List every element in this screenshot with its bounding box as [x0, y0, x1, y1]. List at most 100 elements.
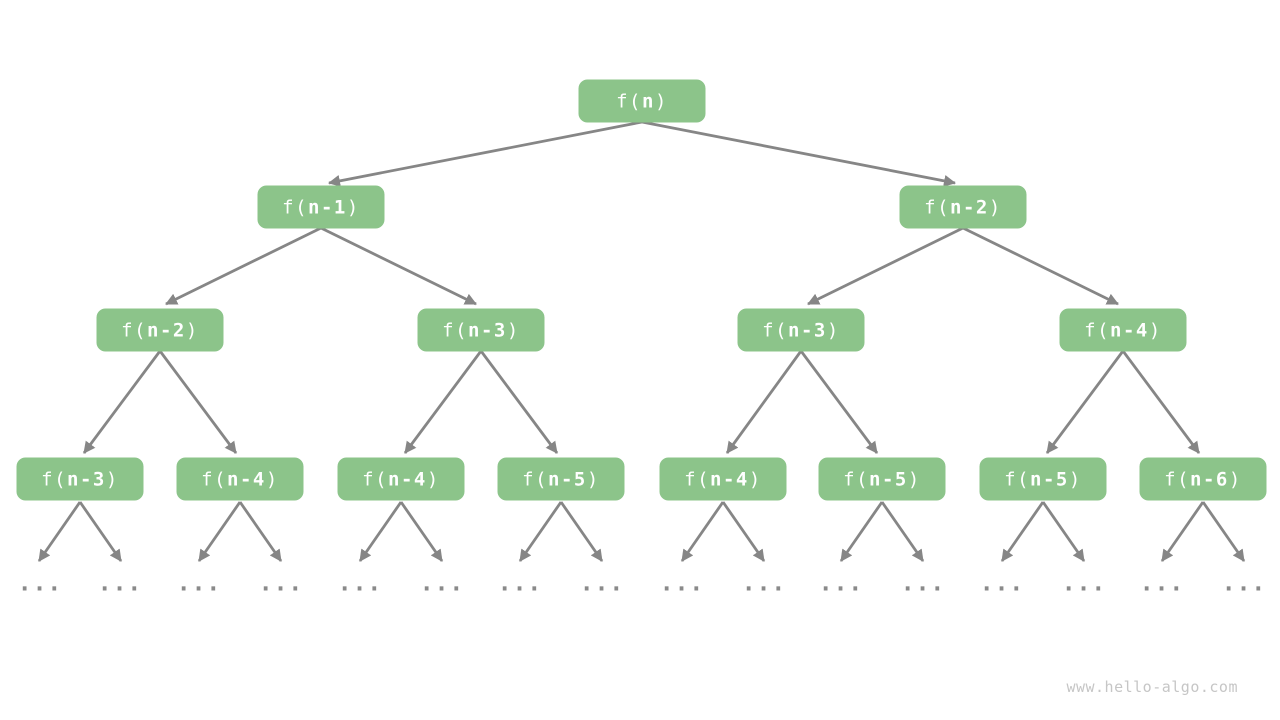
edge [37, 501, 82, 562]
node-label-prefix: f( [924, 196, 951, 218]
edge [807, 226, 964, 306]
node-label-prefix: f( [201, 468, 228, 490]
node-label-arg: n-1 [308, 196, 347, 218]
node-label-prefix: f( [1084, 319, 1111, 341]
leaf-ellipsis: ... [1139, 570, 1185, 597]
leaf-ellipsis: ... [1061, 570, 1107, 597]
node-label-suffix: ) [265, 468, 279, 490]
edge [238, 501, 283, 562]
node-label-arg: n-4 [710, 468, 749, 490]
edge [78, 501, 123, 562]
leaf-ellipsis: ... [258, 570, 304, 597]
leaf-ellipsis: ... [97, 570, 143, 597]
node-l1-fn-1: f(n-1) [257, 185, 385, 229]
node-label-arg: n-3 [468, 319, 507, 341]
leaf-ellipsis: ... [900, 570, 946, 597]
node-l3-fn-5-c: f(n-5) [979, 457, 1107, 501]
node-label-suffix: ) [346, 196, 360, 218]
leaf-ellipsis: ... [1221, 570, 1267, 597]
node-label-prefix: f( [684, 468, 711, 490]
leaf-ellipsis: ... [17, 570, 63, 597]
edge [1121, 350, 1201, 454]
node-label-suffix: ) [506, 319, 520, 341]
edges-level-1 [165, 226, 1119, 306]
node-label-prefix: f( [362, 468, 389, 490]
node-label-suffix: ) [654, 90, 668, 112]
node-label-arg: n-2 [950, 196, 989, 218]
node-l2-fn-2-a: f(n-2) [96, 308, 224, 352]
edge [680, 501, 725, 562]
edge [358, 501, 403, 562]
node-label-prefix: f( [121, 319, 148, 341]
watermark: www.hello-algo.com [1066, 678, 1238, 696]
node-label-suffix: ) [426, 468, 440, 490]
edge [403, 350, 483, 454]
edge [1160, 501, 1205, 562]
node-label-prefix: f( [522, 468, 549, 490]
leaf-ellipsis: ... [818, 570, 864, 597]
node-l2-fn-3-a: f(n-3) [417, 308, 545, 352]
node-l2-fn-3-b: f(n-3) [737, 308, 865, 352]
edges-level-0 [328, 120, 956, 187]
node-label-prefix: f( [1164, 468, 1191, 490]
node-label-arg: n-2 [147, 319, 186, 341]
node-label-suffix: ) [586, 468, 600, 490]
leaf-ellipsis: ... [176, 570, 222, 597]
node-label-arg: n [641, 90, 655, 112]
edge [962, 226, 1119, 306]
node-label-prefix: f( [41, 468, 68, 490]
edge [725, 350, 803, 454]
edge [197, 501, 242, 562]
edge [158, 350, 238, 454]
node-label-arg: n-5 [548, 468, 587, 490]
node-l3-fn-4-b: f(n-4) [337, 457, 465, 501]
node-l3-fn-4-a: f(n-4) [176, 457, 304, 501]
edge [641, 120, 956, 187]
edge [1201, 501, 1246, 562]
node-label-prefix: f( [282, 196, 309, 218]
node-label-suffix: ) [185, 319, 199, 341]
node-label-suffix: ) [1228, 468, 1242, 490]
node-label-suffix: ) [988, 196, 1002, 218]
node-l3-fn-6: f(n-6) [1139, 457, 1267, 501]
node-label-prefix: f( [616, 90, 642, 112]
node-label-arg: n-4 [1110, 319, 1149, 341]
node-label-suffix: ) [1148, 319, 1162, 341]
node-l3-fn-4-c: f(n-4) [659, 457, 787, 501]
node-label-suffix: ) [907, 468, 921, 490]
edge [721, 501, 766, 562]
node-l2-fn-4: f(n-4) [1059, 308, 1187, 352]
edge [479, 350, 559, 454]
leaf-ellipsis: ... [337, 570, 383, 597]
edge [165, 226, 322, 306]
node-l3-fn-5-b: f(n-5) [818, 457, 946, 501]
edge [1041, 501, 1086, 562]
edges-level-2 [82, 350, 1201, 454]
node-label-arg: n-5 [869, 468, 908, 490]
node-label-suffix: ) [1068, 468, 1082, 490]
node-label-arg: n-4 [388, 468, 427, 490]
node-label-suffix: ) [105, 468, 119, 490]
node-label-suffix: ) [826, 319, 840, 341]
leaf-ellipsis: ... [497, 570, 543, 597]
node-label-prefix: f( [762, 319, 789, 341]
node-label-arg: n-6 [1190, 468, 1229, 490]
edge [839, 501, 884, 562]
edge [880, 501, 925, 562]
edge [799, 350, 879, 454]
node-label-prefix: f( [442, 319, 469, 341]
leaf-ellipsis: ... [979, 570, 1025, 597]
edge [1045, 350, 1125, 454]
node-label-prefix: f( [843, 468, 870, 490]
node-label-prefix: f( [1004, 468, 1031, 490]
leaf-ellipsis: ... [659, 570, 705, 597]
edge [559, 501, 604, 562]
leaf-ellipsis: ... [419, 570, 465, 597]
edge [1000, 501, 1045, 562]
edge [518, 501, 563, 562]
edges-level-3 [37, 501, 1246, 562]
node-label-arg: n-3 [67, 468, 106, 490]
node-label-arg: n-5 [1030, 468, 1069, 490]
